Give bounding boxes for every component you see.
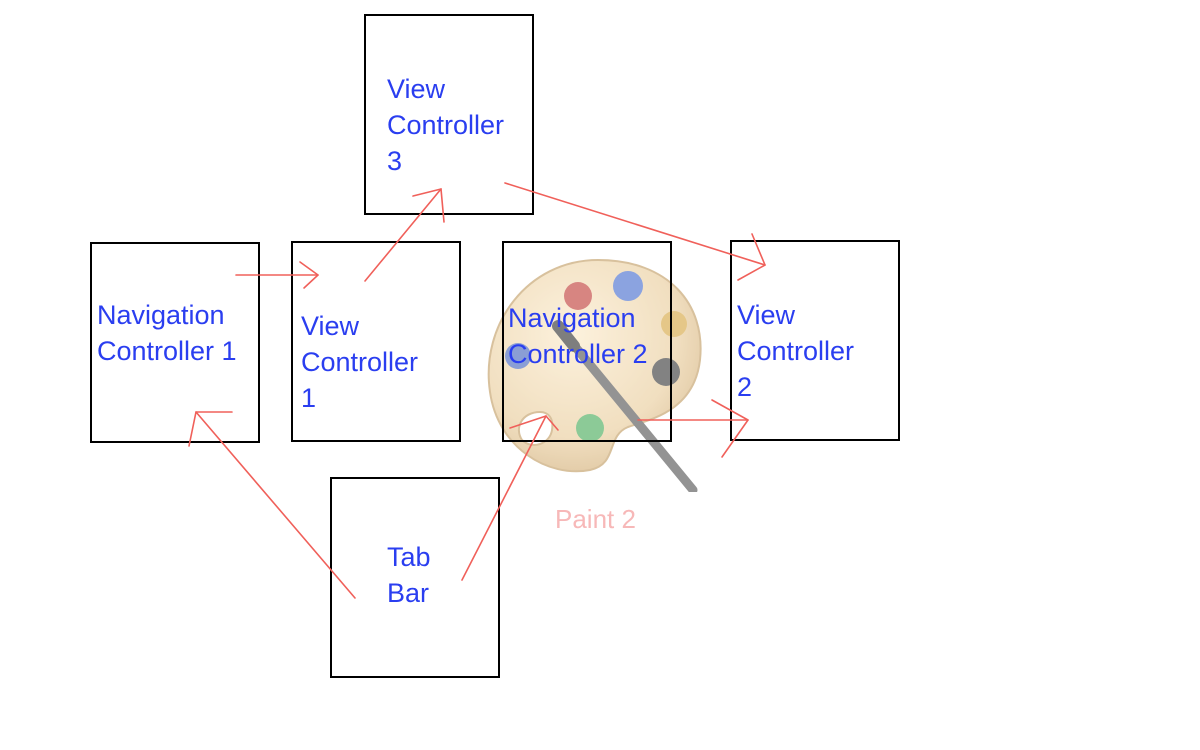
view-controller-3-label: View Controller 3: [387, 74, 505, 176]
watermark-caption: Paint 2: [555, 504, 636, 534]
view-controller-2-label: View Controller 2: [737, 300, 855, 402]
tab-bar-label: Tab Bar: [387, 542, 431, 608]
view-controller-2-box: [730, 240, 900, 441]
navigation-controller-1-label: Navigation Controller 1: [97, 300, 237, 366]
navigation-controller-2-label: Navigation Controller 2: [508, 303, 648, 369]
paint-palette-icon: [478, 252, 718, 495]
view-controller-1-label: View Controller 1: [301, 311, 419, 413]
navigation-controller-1-box: [90, 242, 260, 443]
view-controller-3-box: [364, 14, 534, 215]
